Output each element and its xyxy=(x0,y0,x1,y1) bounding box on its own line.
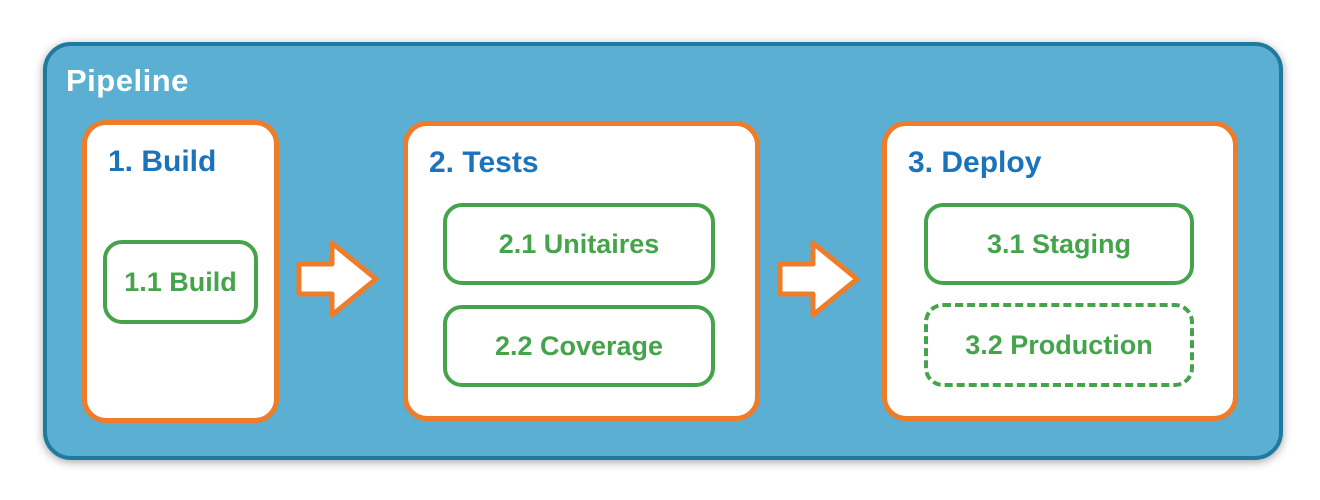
stage-card-build: 1. Build 1.1 Build xyxy=(82,120,279,423)
step-build: 1.1 Build xyxy=(103,240,258,324)
stage-card-tests: 2. Tests 2.1 Unitaires 2.2 Coverage xyxy=(403,121,760,421)
stage-title-deploy: 3. Deploy xyxy=(908,146,1042,179)
pipeline-title: Pipeline xyxy=(66,63,189,98)
step-staging: 3.1 Staging xyxy=(924,203,1194,285)
stage-title-build: 1. Build xyxy=(108,145,217,178)
step-production: 3.2 Production xyxy=(924,303,1194,387)
step-unit-tests: 2.1 Unitaires xyxy=(443,203,715,285)
stage-title-tests: 2. Tests xyxy=(429,146,539,179)
arrow-right-icon xyxy=(296,240,379,318)
arrow-right-icon xyxy=(777,240,860,318)
step-coverage: 2.2 Coverage xyxy=(443,305,715,387)
stage-card-deploy: 3. Deploy 3.1 Staging 3.2 Production xyxy=(882,121,1238,421)
